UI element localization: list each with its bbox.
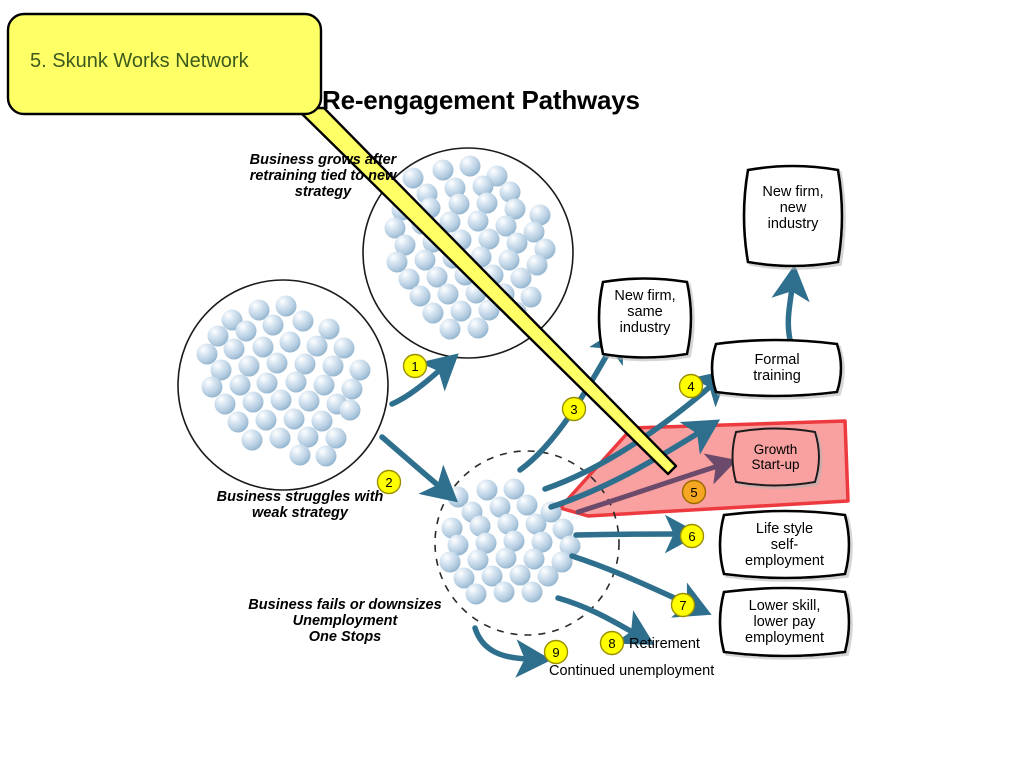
arrow-4 [542, 369, 730, 492]
annotation-business-fails: Business fails or downsizes Unemployment… [248, 597, 442, 646]
label-new-firm-same-industry: New firm, same industry [614, 288, 676, 337]
box-growth-start-up[interactable] [731, 427, 820, 487]
outcome-boxes [597, 164, 851, 658]
svg-text:6: 6 [688, 529, 695, 544]
arrow-9 [472, 625, 552, 678]
box-lower-skill-lower-pay[interactable] [718, 586, 851, 658]
arrow-2 [379, 434, 459, 503]
arrow-training-to-new-industry [771, 264, 810, 343]
label-growth-start-up: Growth Start-up [751, 442, 800, 473]
pathway-badge-8[interactable]: 8 [599, 630, 625, 656]
label-new-firm-new-industry: New firm, new industry [762, 184, 824, 233]
svg-text:9: 9 [552, 645, 559, 660]
box-new-firm-new-industry[interactable] [742, 164, 844, 268]
annotation-business-struggles: Business struggles with weak strategy [216, 489, 384, 522]
box-formal-training[interactable] [710, 338, 843, 398]
label-lower-skill-lower-pay: Lower skill, lower pay employment [745, 598, 824, 647]
box-new-firm-same-industry[interactable] [597, 277, 693, 359]
arrow-1 [389, 353, 459, 407]
svg-text:4: 4 [687, 379, 694, 394]
page-title: Re-engagement Pathways [322, 85, 640, 115]
pathway-badge-9[interactable]: 9 [543, 639, 569, 665]
svg-text:8: 8 [608, 636, 615, 651]
arrow-6 [573, 514, 701, 554]
svg-text:2: 2 [385, 475, 392, 490]
pathway-badge-4[interactable]: 4 [678, 373, 704, 399]
pathway-badge-6[interactable]: 6 [679, 523, 705, 549]
annotation-business-grows: Business grows after retraining tied to … [249, 152, 397, 201]
label-continued-unemployment: Continued unemployment [549, 663, 715, 679]
cluster-struggles [177, 279, 389, 491]
svg-text:5: 5 [690, 485, 697, 500]
svg-text:3: 3 [570, 402, 577, 417]
growth-start-up-arrow [575, 453, 738, 515]
arrow-8 [555, 595, 655, 645]
pathway-badge-7[interactable]: 7 [670, 592, 696, 618]
pathway-badge-3[interactable]: 3 [561, 396, 587, 422]
label-retirement: Retirement [629, 636, 700, 652]
pathway-badge-5[interactable]: 5 [681, 479, 707, 505]
pathway-badge-2[interactable]: 2 [376, 469, 402, 495]
callout-label: 5. Skunk Works Network [30, 50, 249, 72]
pathway-badge-1[interactable]: 1 [402, 353, 428, 379]
svg-text:1: 1 [411, 359, 418, 374]
pathway-badge-group: 1 2 3 4 5 6 7 [376, 353, 707, 665]
arrow-7 [569, 553, 712, 618]
svg-text:7: 7 [679, 598, 686, 613]
label-formal-training: Formal training [753, 352, 801, 385]
box-life-style-self-employment[interactable] [718, 509, 851, 580]
label-life-style-self-employment: Life style self- employment [745, 521, 824, 570]
arrow-5-teal [548, 419, 721, 510]
